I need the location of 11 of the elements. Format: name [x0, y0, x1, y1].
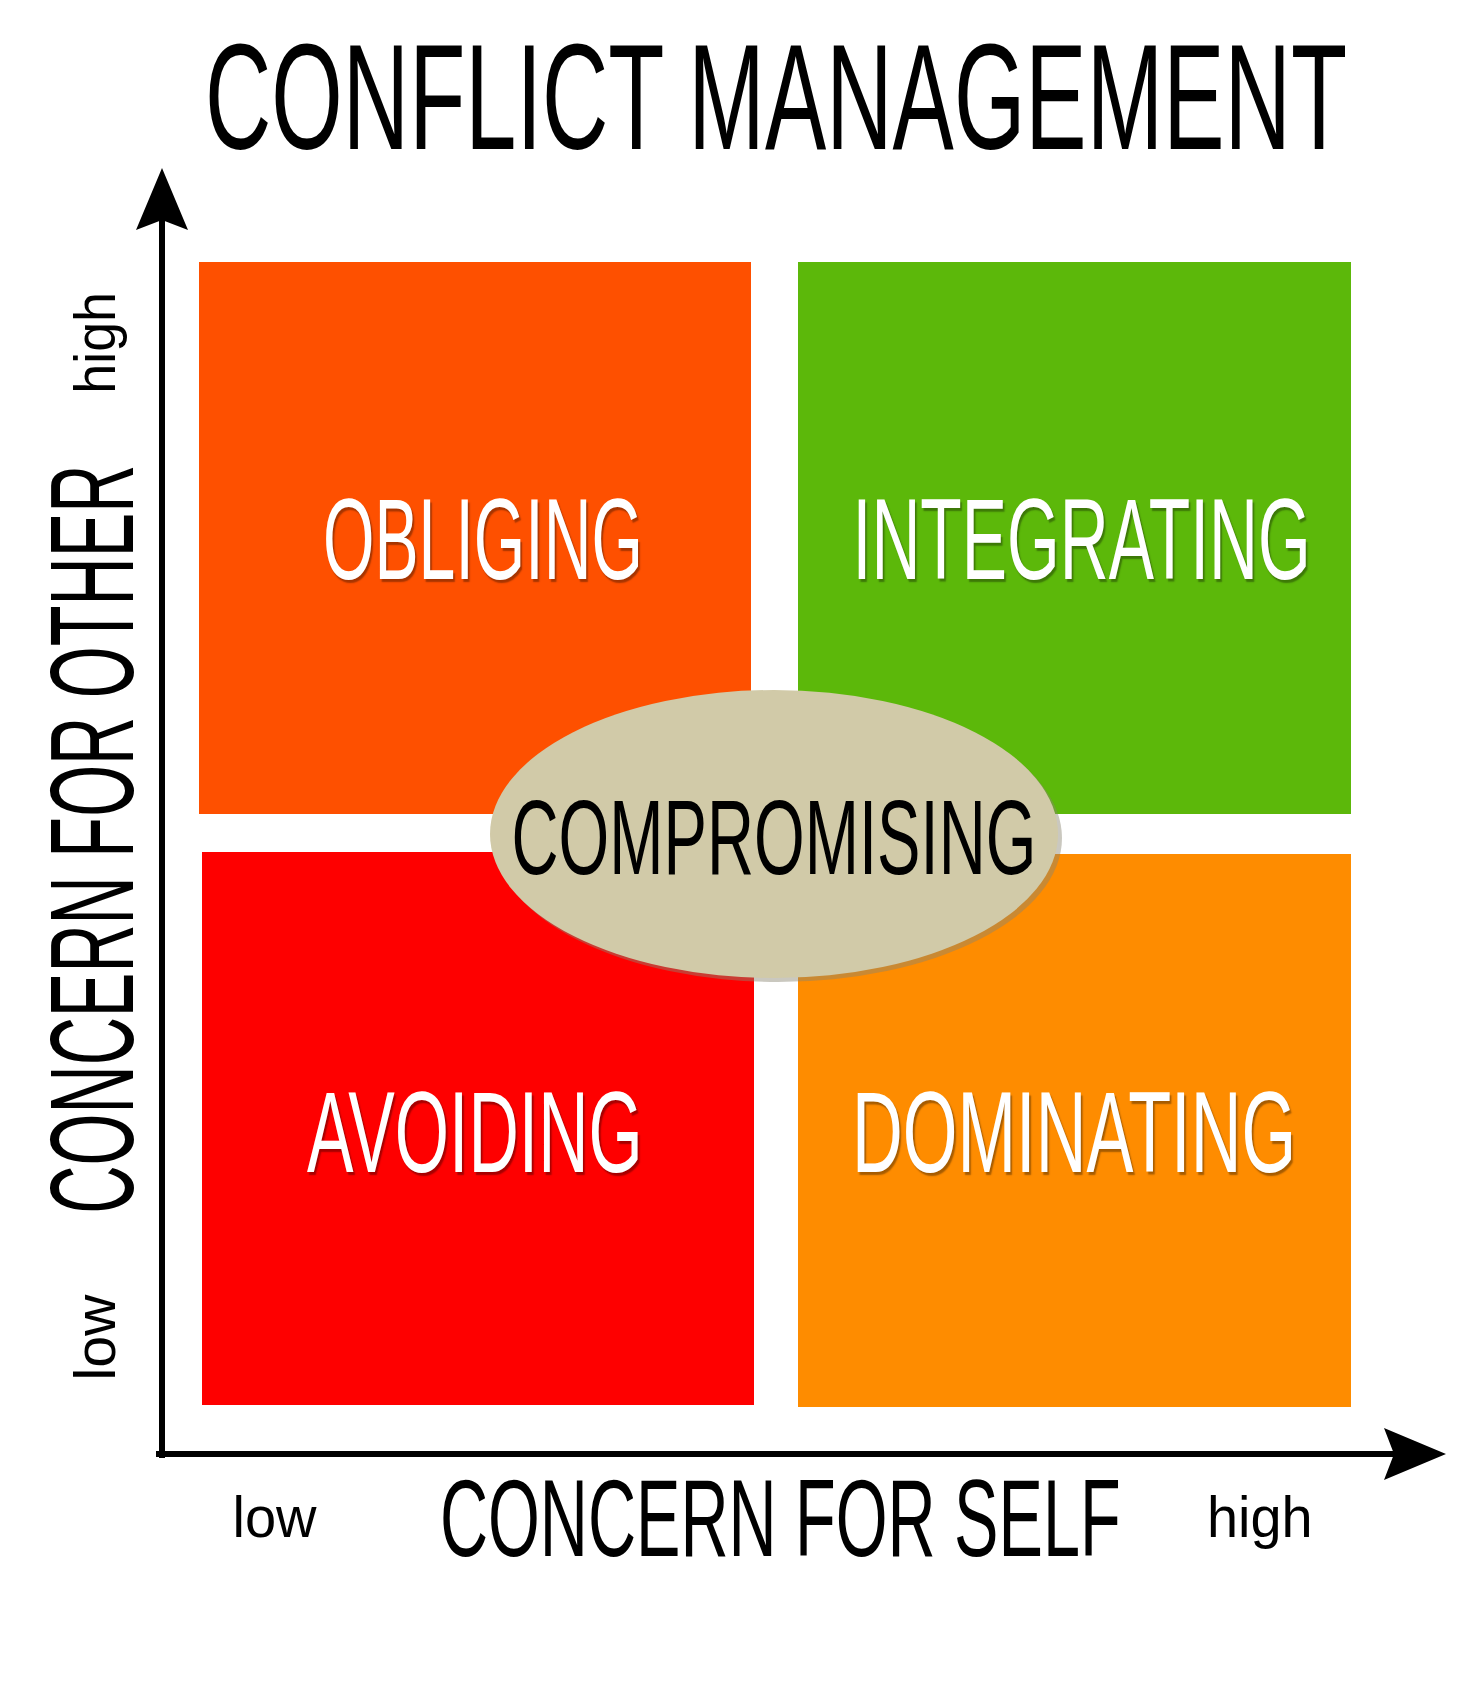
- quadrant-label: OBLIGING: [323, 481, 643, 597]
- ellipse-overlay: [487, 687, 1063, 983]
- quadrant-label: AVOIDING: [306, 1074, 643, 1190]
- quadrant-label: DOMINATING: [852, 1074, 1297, 1190]
- quadrant-label: INTEGRATING: [852, 481, 1311, 597]
- axis-end-label: low: [232, 1488, 317, 1546]
- ellipse-label: COMPROMISING: [511, 784, 1037, 890]
- title: CONFLICT MANAGEMENT: [205, 22, 1347, 172]
- axis-end-label: low: [66, 1294, 124, 1381]
- axis-title: CONCERN FOR SELF: [439, 1463, 1121, 1573]
- axis-title: CONCERN FOR OTHER: [33, 464, 151, 1214]
